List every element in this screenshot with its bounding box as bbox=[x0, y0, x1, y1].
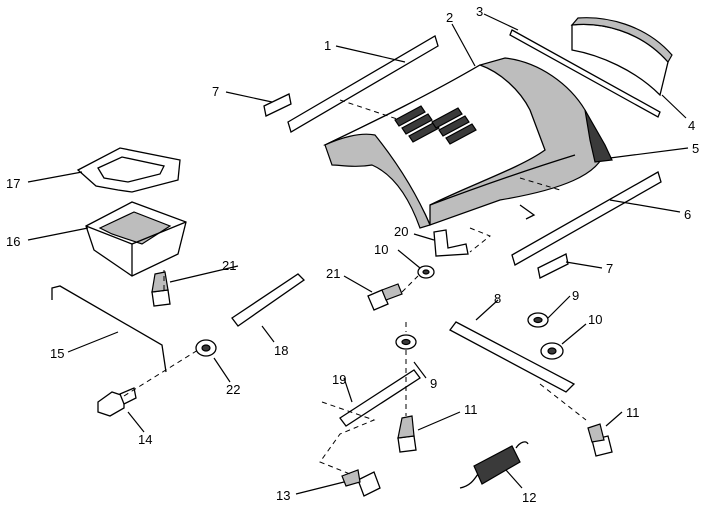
callout-labels: 1 2 3 4 5 6 7 7 8 9 9 10 10 11 11 12 13 … bbox=[6, 4, 699, 505]
part-bolt-14 bbox=[97, 387, 137, 417]
part-grille-frame bbox=[76, 147, 181, 193]
part-bolt-11-right bbox=[587, 423, 613, 457]
callout-21-center: 21 bbox=[326, 266, 340, 281]
part-nut-9-center bbox=[395, 334, 417, 350]
part-decal-upper bbox=[263, 93, 292, 117]
hood-vent-slots bbox=[394, 105, 477, 145]
callout-10-center: 10 bbox=[374, 242, 388, 257]
callout-16: 16 bbox=[6, 234, 20, 249]
callout-22: 22 bbox=[226, 382, 240, 397]
part-washer-10-center bbox=[417, 265, 435, 279]
callout-7-lower: 7 bbox=[606, 261, 613, 276]
callout-11-right: 11 bbox=[626, 405, 640, 420]
part-lower-strip bbox=[511, 171, 662, 266]
callout-9-right: 9 bbox=[572, 288, 579, 303]
callout-10-right: 10 bbox=[588, 312, 602, 327]
part-lever-19 bbox=[339, 369, 421, 427]
part-nut-22 bbox=[195, 339, 217, 357]
part-bolt-21-center bbox=[367, 283, 403, 311]
part-side-strip bbox=[287, 35, 439, 133]
part-bolt-21-left bbox=[151, 271, 171, 307]
part-bolt-11-center bbox=[397, 415, 417, 453]
part-nut-9-right bbox=[527, 312, 549, 328]
callout-3: 3 bbox=[476, 4, 483, 19]
part-bracket-18 bbox=[231, 273, 306, 327]
part-tray bbox=[85, 201, 187, 277]
callout-14: 14 bbox=[138, 432, 152, 447]
part-front-panel bbox=[570, 17, 673, 97]
callout-4: 4 bbox=[688, 118, 695, 133]
part-washer-10-right bbox=[540, 342, 564, 360]
part-hood bbox=[323, 57, 613, 229]
part-plate-8 bbox=[449, 321, 576, 393]
callout-17: 17 bbox=[6, 176, 20, 191]
callout-20: 20 bbox=[394, 224, 408, 239]
part-clip-20 bbox=[433, 229, 469, 257]
callout-11-center: 11 bbox=[464, 402, 478, 417]
callout-9-center: 9 bbox=[430, 376, 437, 391]
part-bolt-13 bbox=[341, 469, 381, 497]
callout-13: 13 bbox=[276, 488, 290, 503]
phantom-lines bbox=[123, 99, 587, 475]
callout-12: 12 bbox=[522, 490, 536, 505]
callout-19: 19 bbox=[332, 372, 346, 387]
callout-1: 1 bbox=[324, 38, 331, 53]
part-spring-12 bbox=[459, 441, 529, 489]
part-rod bbox=[509, 29, 661, 118]
callout-15: 15 bbox=[50, 346, 64, 361]
callout-2: 2 bbox=[446, 10, 453, 25]
callout-5: 5 bbox=[692, 141, 699, 156]
callout-8: 8 bbox=[494, 291, 501, 306]
leader-lines bbox=[27, 13, 689, 495]
part-bent-rod bbox=[51, 285, 167, 373]
callout-7-upper: 7 bbox=[212, 84, 219, 99]
callout-6: 6 bbox=[684, 207, 691, 222]
callout-18: 18 bbox=[274, 343, 288, 358]
callout-21-left: 21 bbox=[222, 258, 236, 273]
part-decal-lower bbox=[537, 253, 569, 279]
